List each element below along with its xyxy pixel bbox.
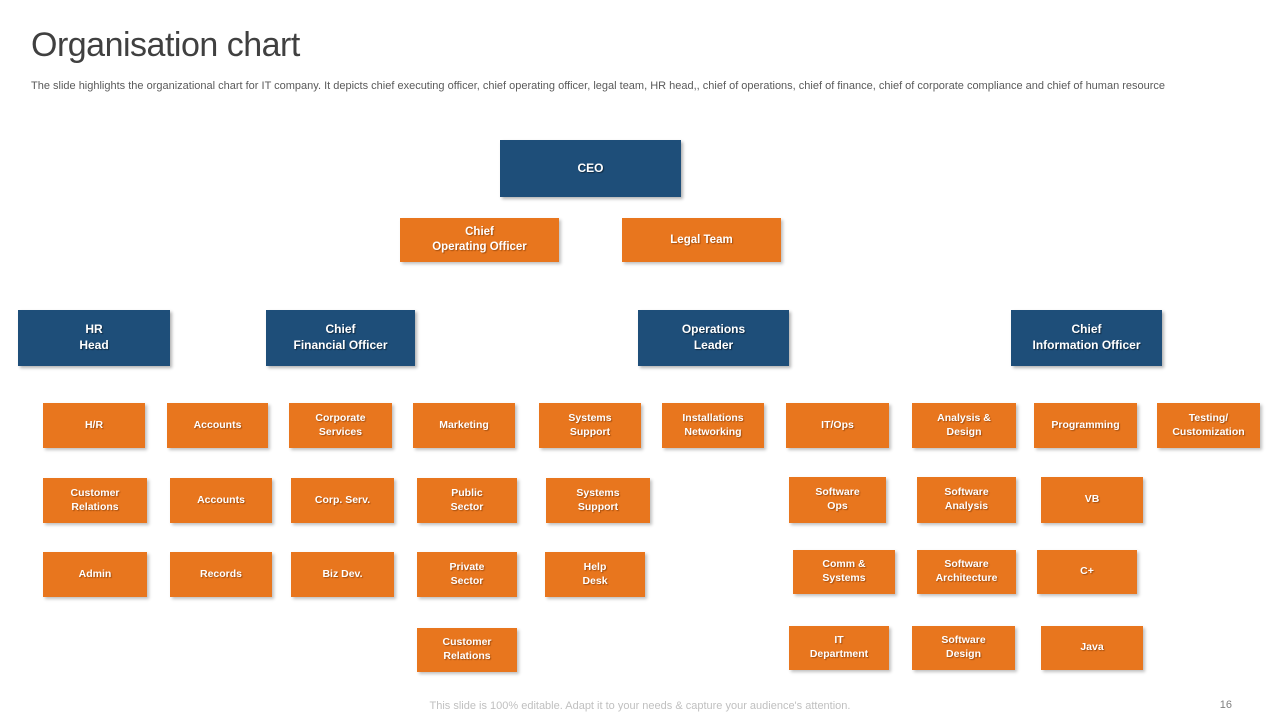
org-node-customer-relations-2: Customer Relations [417, 628, 517, 672]
org-node-hr-head: HR Head [18, 310, 170, 366]
org-node-installations-networking: Installations Networking [662, 403, 764, 448]
page-number: 16 [1219, 699, 1232, 711]
org-node-customer-relations: Customer Relations [43, 478, 147, 523]
org-node-public-sector: Public Sector [417, 478, 517, 523]
org-node-corporate-services: Corporate Services [289, 403, 392, 448]
org-node-chief-financial-officer: Chief Financial Officer [266, 310, 415, 366]
org-node-legal-team: Legal Team [622, 218, 781, 262]
footer-note: This slide is 100% editable. Adapt it to… [429, 700, 851, 712]
org-node-software-architecture: Software Architecture [917, 550, 1016, 594]
org-node-private-sector: Private Sector [417, 552, 517, 597]
org-node-biz-dev: Biz Dev. [291, 552, 394, 597]
org-node-accounts: Accounts [167, 403, 268, 448]
org-node-testing-customization: Testing/ Customization [1157, 403, 1260, 448]
org-node-software-analysis: Software Analysis [917, 477, 1016, 523]
org-node-programming: Programming [1034, 403, 1137, 448]
org-node-software-design: Software Design [912, 626, 1015, 670]
org-node-systems-support-2: Systems Support [546, 478, 650, 523]
org-node-it-ops: IT/Ops [786, 403, 889, 448]
page-title: Organisation chart [31, 26, 300, 64]
org-node-vb: VB [1041, 477, 1143, 523]
org-node-marketing: Marketing [413, 403, 515, 448]
org-node-corp-serv: Corp. Serv. [291, 478, 394, 523]
org-node-operations-leader: Operations Leader [638, 310, 789, 366]
org-node-hr: H/R [43, 403, 145, 448]
org-node-chief-operating-officer: Chief Operating Officer [400, 218, 559, 262]
org-node-c-plus: C+ [1037, 550, 1137, 594]
org-node-accounts-2: Accounts [170, 478, 272, 523]
org-node-chief-information-officer: Chief Information Officer [1011, 310, 1162, 366]
org-node-analysis-design: Analysis & Design [912, 403, 1016, 448]
org-node-records: Records [170, 552, 272, 597]
org-node-java: Java [1041, 626, 1143, 670]
org-node-software-ops: Software Ops [789, 477, 886, 523]
org-node-help-desk: Help Desk [545, 552, 645, 597]
org-node-ceo: CEO [500, 140, 681, 197]
org-node-systems-support: Systems Support [539, 403, 641, 448]
org-node-it-department: IT Department [789, 626, 889, 670]
slide-subtitle: The slide highlights the organizational … [31, 80, 1166, 92]
org-node-admin: Admin [43, 552, 147, 597]
org-node-comm-systems: Comm & Systems [793, 550, 895, 594]
